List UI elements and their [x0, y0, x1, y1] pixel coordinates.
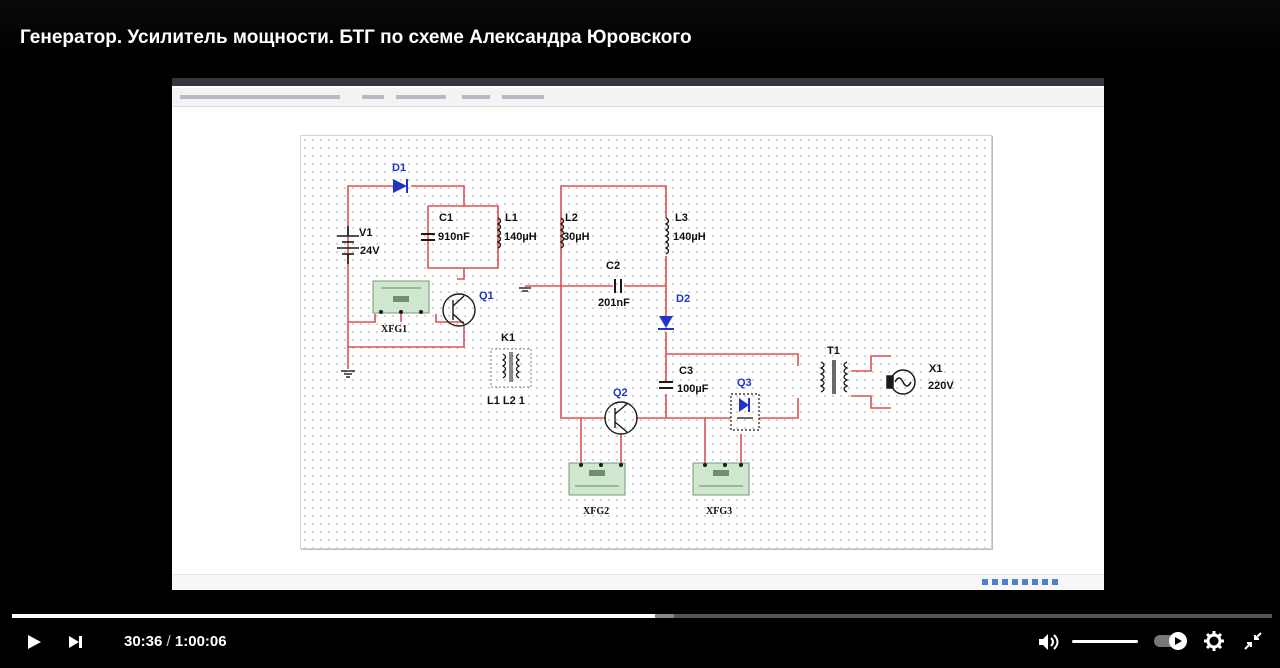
- status-icon: [1032, 579, 1038, 585]
- svg-text:L1 L2 1: L1 L2 1: [487, 395, 525, 407]
- svg-text:XFG3: XFG3: [706, 506, 732, 517]
- inductor-l1: [496, 217, 502, 249]
- lamp-x1: [886, 369, 916, 395]
- transistor-q2: [604, 401, 638, 435]
- diode-d1: D1: [392, 162, 408, 193]
- svg-text:220V: 220V: [928, 380, 954, 392]
- svg-text:C2: C2: [606, 260, 620, 272]
- transistor-q3: [730, 393, 760, 431]
- menu-item: [396, 95, 446, 99]
- ground-symbols: [341, 287, 531, 378]
- transformer-k1: [490, 348, 532, 388]
- time-separator: /: [166, 633, 171, 650]
- inductor-l2: [559, 217, 565, 249]
- function-generator-xfg3: XFG3: [692, 462, 750, 517]
- exit-fullscreen-button[interactable]: [1244, 632, 1262, 655]
- svg-text:Q3: Q3: [737, 377, 752, 389]
- capacitor-c2: [614, 279, 622, 293]
- svg-text:Q2: Q2: [613, 387, 628, 399]
- inductor-l3: [664, 217, 670, 255]
- autoplay-toggle[interactable]: [1154, 632, 1188, 650]
- svg-text:910nF: 910nF: [438, 231, 470, 243]
- svg-text:XFG2: XFG2: [583, 506, 609, 517]
- svg-text:140µH: 140µH: [673, 231, 706, 243]
- exit-fullscreen-icon: [1244, 632, 1262, 650]
- menu-item: [180, 95, 340, 99]
- duration: 1:00:06: [174, 633, 227, 650]
- svg-text:V1: V1: [359, 227, 372, 239]
- diode-d2: [658, 316, 674, 330]
- status-icon: [1002, 579, 1008, 585]
- progress-played: [12, 614, 655, 618]
- svg-text:D2: D2: [676, 293, 690, 305]
- next-icon: [69, 636, 82, 648]
- volume-button[interactable]: [1038, 632, 1060, 657]
- play-icon: [28, 635, 41, 649]
- status-icon: [1042, 579, 1048, 585]
- play-button[interactable]: [26, 634, 42, 655]
- battery-v1: [337, 226, 359, 264]
- app-menu-bar: [172, 88, 1104, 107]
- transistor-q1: [442, 293, 476, 327]
- svg-text:30µH: 30µH: [563, 231, 590, 243]
- app-title-bar: [172, 78, 1104, 86]
- status-icon: [1022, 579, 1028, 585]
- next-button[interactable]: [68, 635, 84, 654]
- volume-slider[interactable]: [1072, 640, 1138, 643]
- svg-text:X1: X1: [929, 363, 942, 375]
- circuit-wires: [347, 185, 891, 463]
- function-generator-xfg2: XFG2: [568, 462, 626, 517]
- svg-text:D1: D1: [392, 162, 406, 174]
- svg-text:L1: L1: [505, 212, 518, 224]
- player-controls: 30:36 / 1:00:06: [0, 608, 1280, 668]
- capacitor-c3: [659, 381, 673, 389]
- video-frame-screen: D1 V1 24V C1 910nF: [172, 78, 1104, 590]
- svg-text:XFG1: XFG1: [381, 324, 407, 335]
- svg-text:C3: C3: [679, 365, 693, 377]
- app-status-bar: [172, 574, 1104, 590]
- video-title: Генератор. Усилитель мощности. БТГ по сх…: [20, 27, 692, 48]
- svg-text:24V: 24V: [360, 245, 380, 257]
- menu-item: [462, 95, 490, 99]
- autoplay-toggle-icon: [1154, 632, 1187, 650]
- svg-text:L3: L3: [675, 212, 688, 224]
- status-icon: [1012, 579, 1018, 585]
- menu-item: [362, 95, 384, 99]
- progress-bar[interactable]: [12, 614, 1272, 618]
- svg-text:100µF: 100µF: [677, 383, 709, 395]
- time-display: 30:36 / 1:00:06: [124, 633, 227, 650]
- menu-item: [502, 95, 544, 99]
- capacitor-c1: [421, 233, 435, 241]
- status-icon: [992, 579, 998, 585]
- status-icons: [982, 579, 1058, 585]
- svg-text:T1: T1: [827, 345, 840, 357]
- svg-text:140µH: 140µH: [504, 231, 537, 243]
- video-title-bar: Генератор. Усилитель мощности. БТГ по сх…: [0, 0, 1280, 54]
- status-icon: [1052, 579, 1058, 585]
- circuit-schematic: D1 V1 24V C1 910nF: [337, 162, 954, 517]
- circuit-workspace: D1 V1 24V C1 910nF: [300, 135, 992, 549]
- settings-icon: [1204, 631, 1224, 651]
- settings-button[interactable]: [1204, 631, 1224, 656]
- svg-text:L2: L2: [565, 212, 578, 224]
- current-time: 30:36: [124, 633, 163, 650]
- status-icon: [982, 579, 988, 585]
- transformer-t1: [819, 360, 849, 394]
- svg-text:201nF: 201nF: [598, 297, 630, 309]
- svg-text:Q1: Q1: [479, 290, 494, 302]
- svg-text:C1: C1: [439, 212, 453, 224]
- volume-icon: [1039, 634, 1059, 650]
- svg-text:K1: K1: [501, 332, 515, 344]
- function-generator-xfg1: XFG1: [372, 280, 430, 335]
